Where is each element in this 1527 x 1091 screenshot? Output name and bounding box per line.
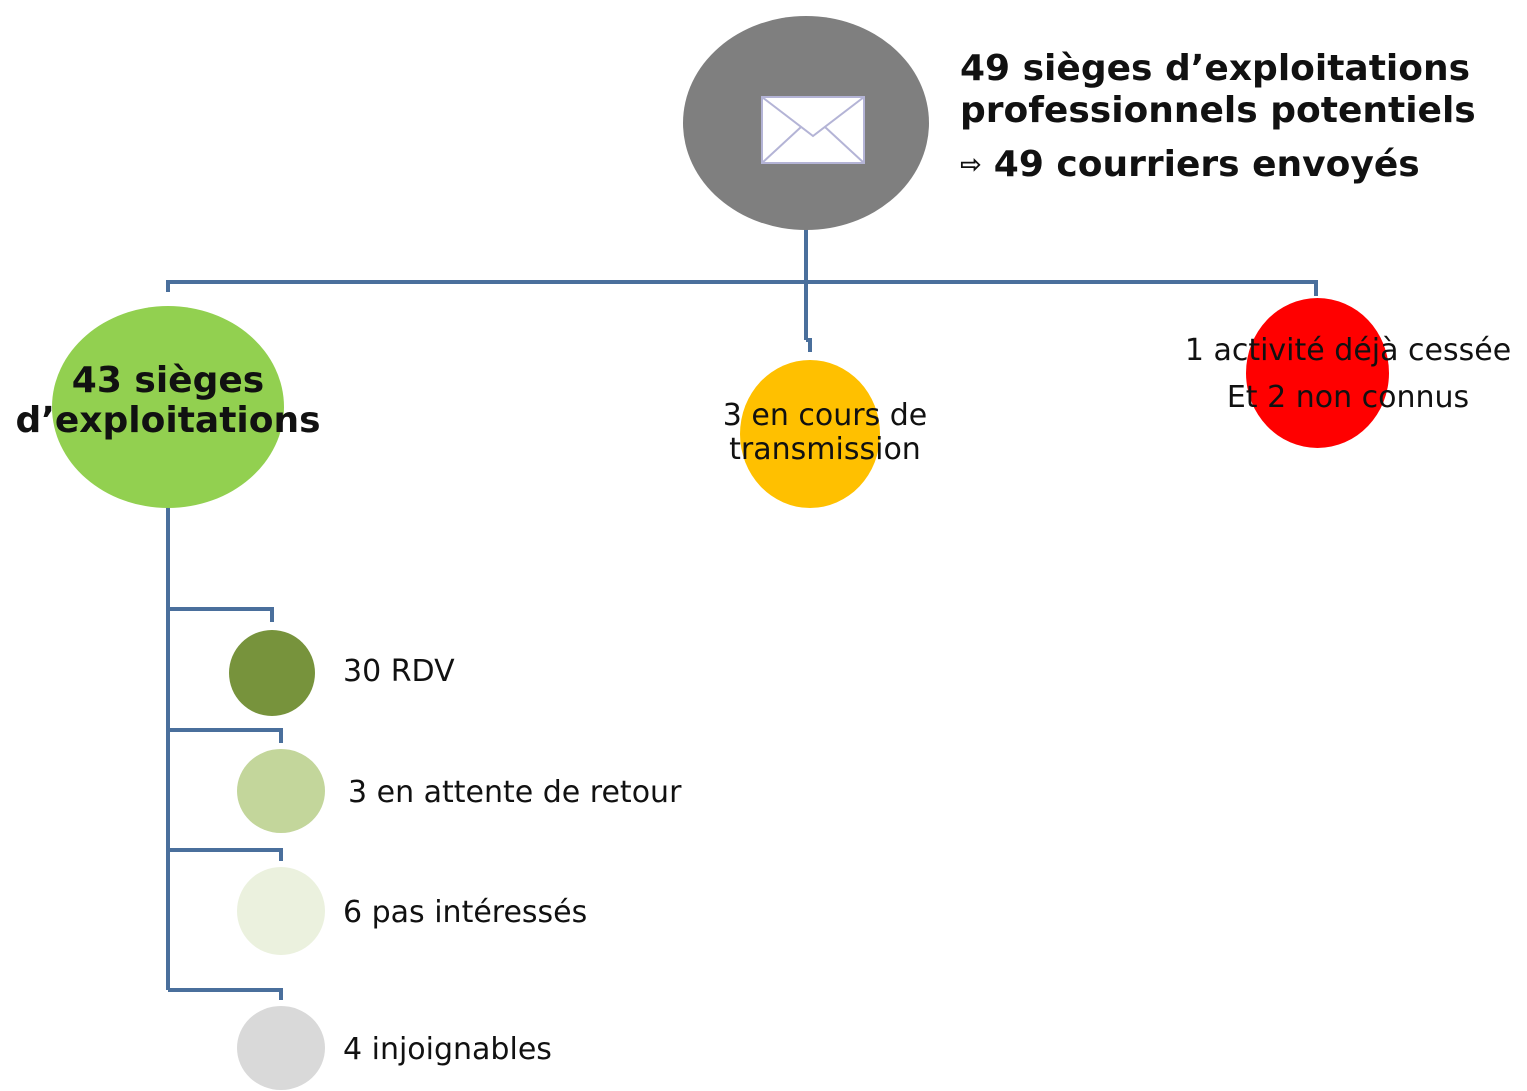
root-title-line2: professionnels potentiels [960,90,1476,131]
root-title-line1: 49 sièges d’exploitations [960,48,1471,89]
sub-label-rdv: 30 RDV [343,654,455,689]
connector-sub-1 [168,607,274,622]
branch-transmission-node [740,360,880,508]
root-summary: ⇨ 49 courriers envoyés [960,144,1420,185]
connector-sub-4 [168,988,283,1000]
branch-transmission-line1: 3 en cours de [722,398,928,433]
connector-middle-drop [806,338,812,352]
envelope-icon [761,96,865,164]
sub-label-pas-interesses: 6 pas intéressés [343,895,588,930]
sub-label-attente: 3 en attente de retour [348,775,682,810]
arrow-icon: ⇨ [960,150,982,180]
connector-top-bar [166,280,1318,296]
connector-sub-3 [168,848,283,861]
sub-node-attente [237,749,325,833]
branch-exploitations-node [52,306,284,508]
branch-cessee-node [1246,298,1389,448]
sub-node-injoignables [237,1006,325,1090]
sub-node-pas-interesses [237,867,325,955]
connector-sub-2 [168,728,283,743]
branch-exploitations-line1: 43 sièges [71,360,265,401]
root-summary-text: 49 courriers envoyés [993,144,1420,185]
sub-node-rdv [229,630,315,716]
branch-transmission-line2: transmission [729,432,921,467]
branch-cessee-line2: Et 2 non connus [1226,380,1470,415]
branch-cessee-line1: 1 activité déjà cessée [1184,333,1512,368]
branch-exploitations-line2: d’exploitations [15,400,321,441]
sub-label-injoignables: 4 injoignables [343,1032,552,1067]
